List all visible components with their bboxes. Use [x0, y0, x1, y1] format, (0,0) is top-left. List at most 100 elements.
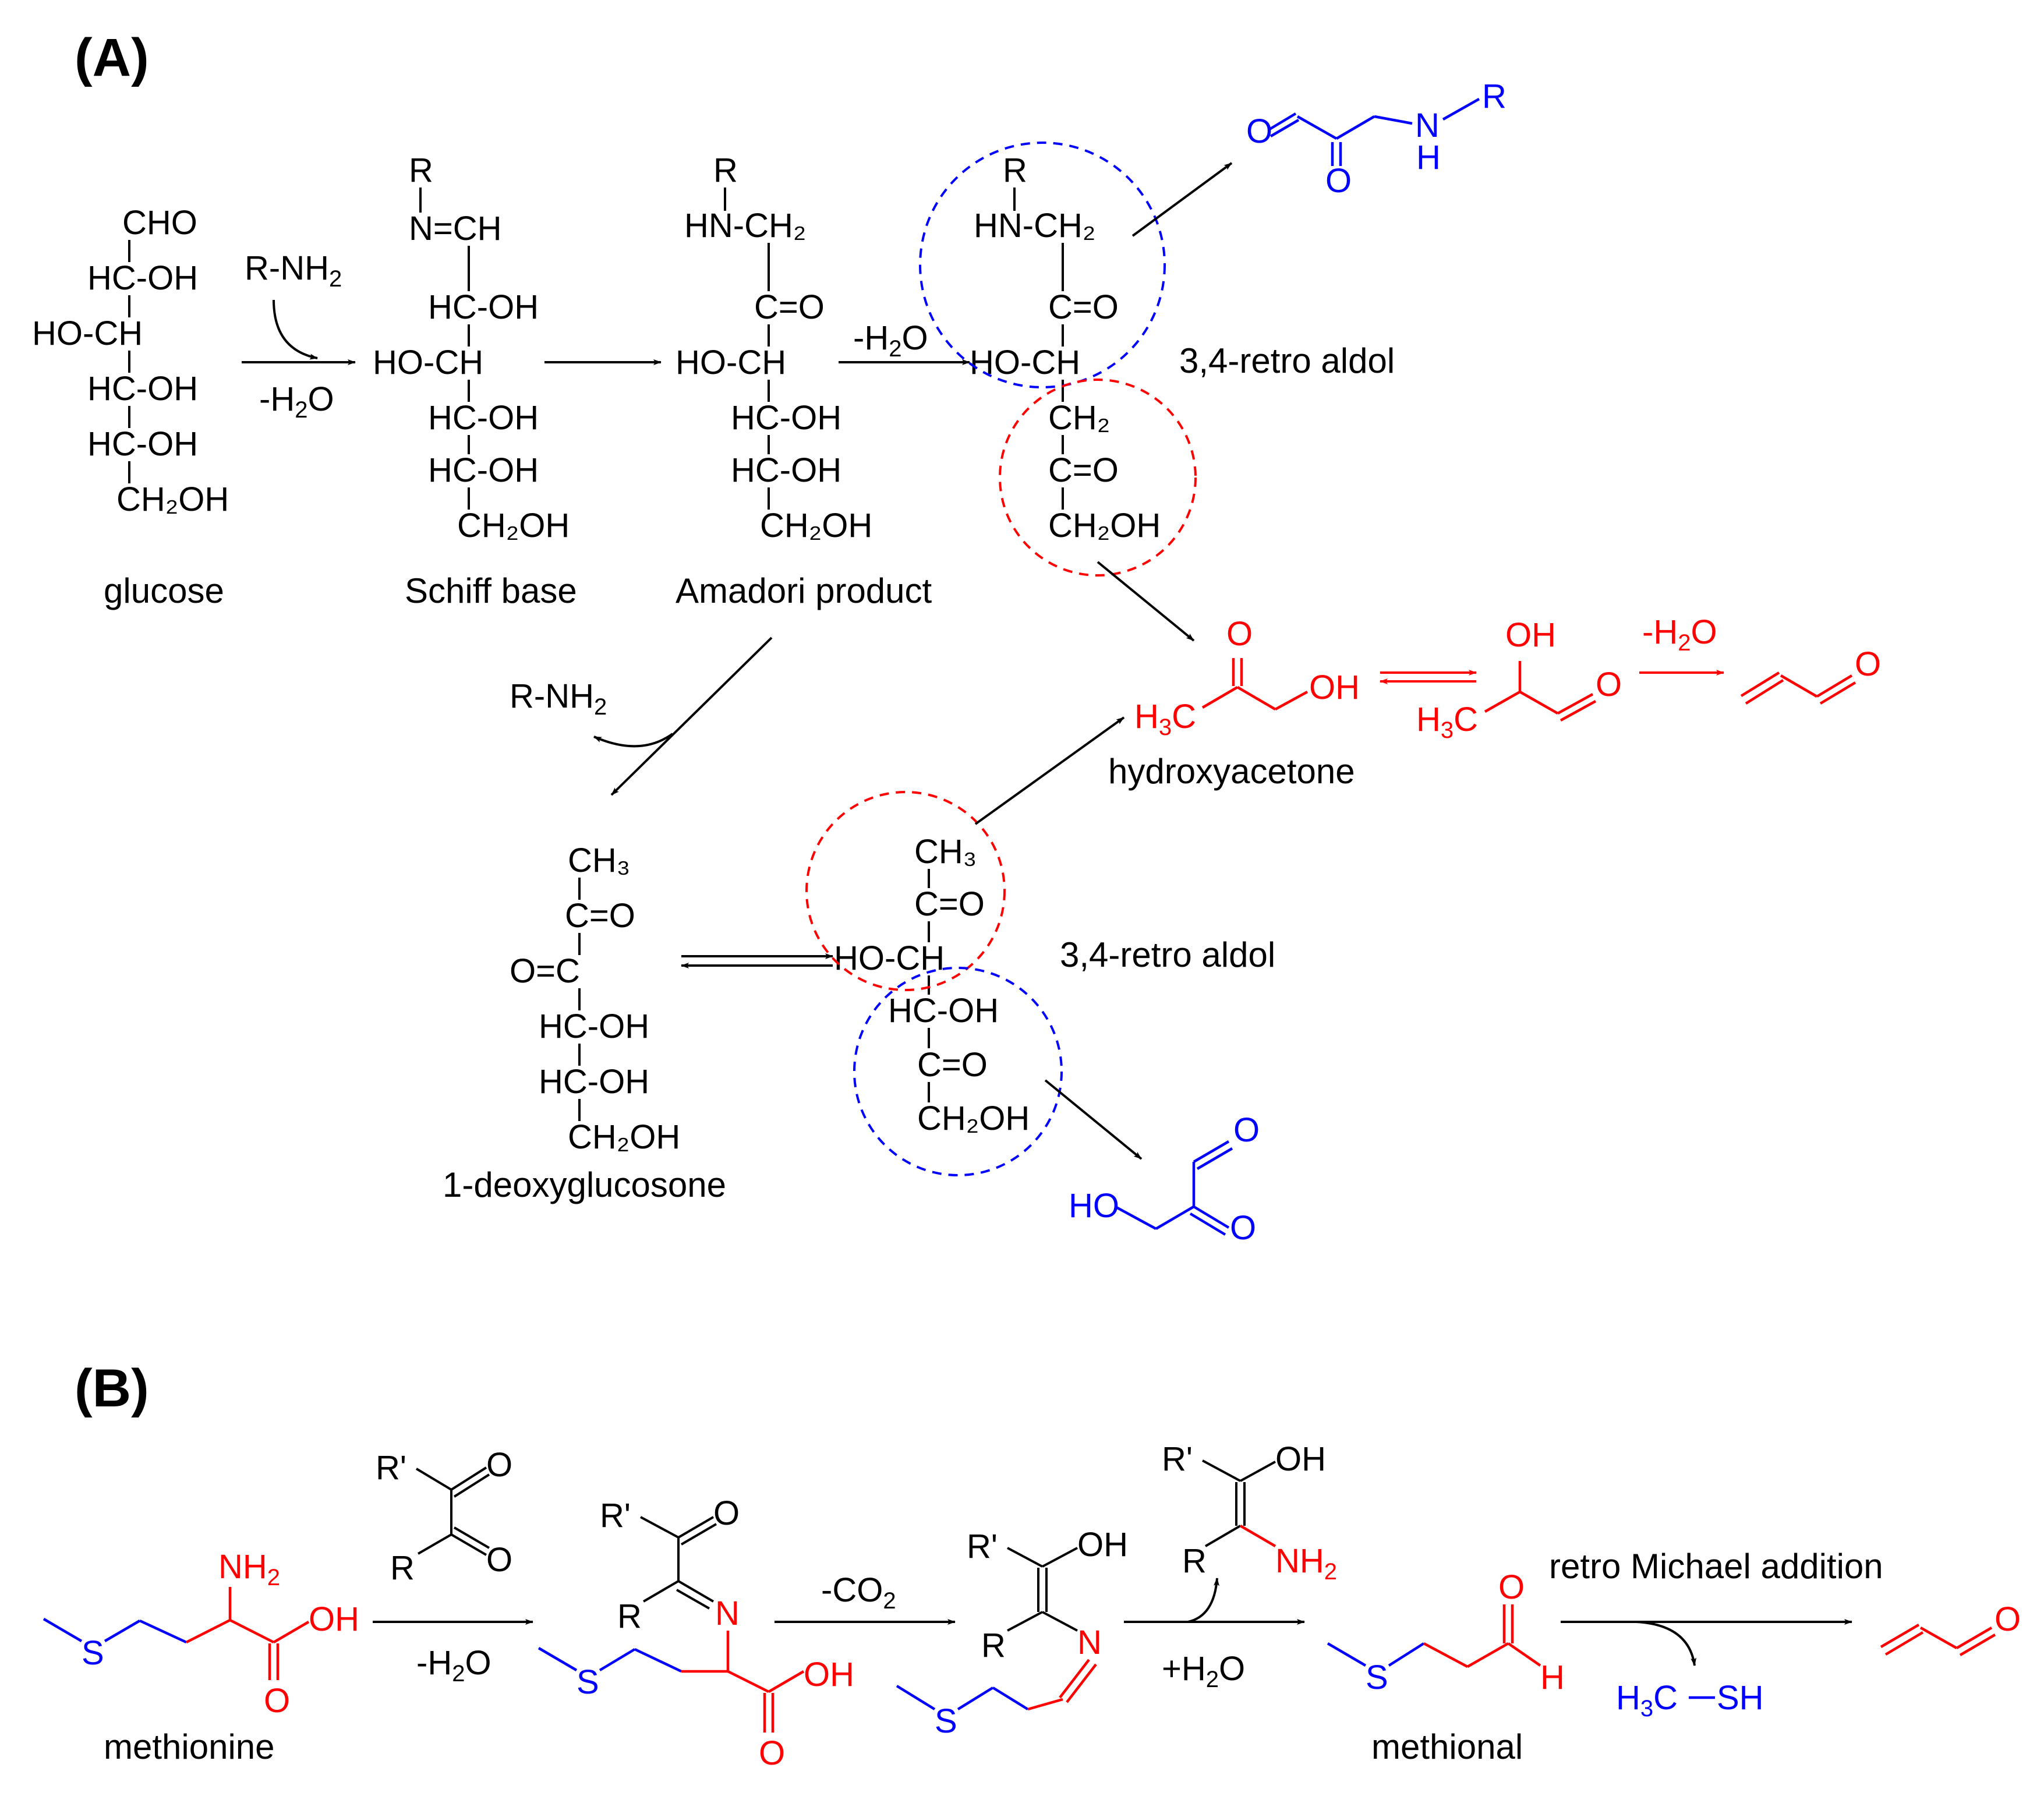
methionine-structure: S NH2 OH O [43, 1548, 359, 1720]
bond [1557, 693, 1594, 715]
schiff-row-7: CH₂OH [457, 507, 570, 545]
atom-s: S [577, 1663, 599, 1701]
atom-o: O [486, 1541, 512, 1579]
amadori-row-7: CH₂OH [760, 507, 872, 545]
curved-arrow-aminoenol-out [1187, 1578, 1219, 1623]
panel-label-b: (B) [75, 1359, 149, 1418]
atom-o: O [1995, 1600, 2021, 1638]
atom-oh: OH [1309, 669, 1360, 706]
retro-aldol-label-1: 3,4-retro aldol [1179, 341, 1395, 380]
bond [677, 1580, 715, 1603]
bond [1335, 115, 1375, 140]
atom-nh2: NH2 [1275, 1542, 1337, 1585]
amadori-row-5: HC-OH [731, 399, 841, 437]
atom-oh: OH [1275, 1440, 1326, 1478]
glucose-label: glucose [104, 571, 224, 610]
curved-arrow-methanethiol-out [1636, 1621, 1697, 1666]
bond [1007, 1547, 1043, 1568]
bond [1042, 1547, 1078, 1568]
methional-label: methional [1371, 1727, 1523, 1766]
arrow-to-aminoketone [1131, 162, 1233, 237]
methionine-label: methionine [104, 1727, 275, 1766]
bond [1559, 700, 1597, 722]
enol-row-2: C=O [914, 885, 985, 923]
schiff-row-2: N=CH [409, 210, 502, 248]
bond [1880, 1624, 1920, 1648]
bond [1066, 1663, 1097, 1703]
arrow-to-hydroxyacetone-top [1097, 561, 1195, 642]
retro-aldol-label-2: 3,4-retro aldol [1060, 935, 1275, 974]
bond [1268, 112, 1297, 130]
enol-row-6: CH₂OH [917, 1099, 1030, 1137]
red-dashed-circle-methyl-fragment [805, 791, 1006, 991]
imine-intermediate: R' O R N S OH O [537, 1494, 854, 1772]
retro-aldol-intermediate-2: CH₃ C=O HO-CH HC-OH C=O CH₂OH [834, 833, 1030, 1137]
bond [1027, 1698, 1063, 1711]
bond [1204, 1525, 1242, 1547]
blue-dashed-circle-upper-fragment [919, 142, 1166, 388]
schiff-base-label: Schiff base [405, 571, 577, 610]
bond [43, 1618, 83, 1642]
atom-sh: SH [1717, 1679, 1764, 1717]
arrow-to-hydroxypyruvaldehyde [1044, 1079, 1143, 1160]
bond [453, 1473, 490, 1498]
atom-s: S [935, 1702, 957, 1740]
deoxyglucosone-structure: CH₃ C=O O=C HC-OH HC-OH CH₂OH [510, 842, 680, 1156]
atom-o: O [1596, 666, 1622, 703]
bond [185, 1618, 231, 1644]
reagent-minus-h2o-4: -H2O [416, 1644, 491, 1687]
bond [727, 1670, 770, 1694]
split-row-3: C=O [1048, 288, 1119, 326]
bond [1274, 691, 1309, 710]
bond [1155, 1205, 1195, 1230]
bond [1816, 674, 1853, 698]
atom-o: O [1855, 645, 1881, 683]
enol-row-1: CH₃ [914, 833, 977, 871]
glucose-structure: CHO HC-OH HO-CH HC-OH HC-OH CH₂OH [32, 204, 229, 518]
aminoketone-product: O O N H R [1246, 77, 1507, 200]
atom-oh: OH [1505, 616, 1556, 654]
atom-h3c: H3C [1134, 698, 1196, 740]
bond [1189, 1212, 1226, 1236]
split-row-5: CH₂ [1048, 399, 1110, 437]
bond [1466, 1642, 1509, 1668]
atom-n: N [1415, 107, 1440, 144]
deoxyglucosone-label: 1-deoxyglucosone [443, 1165, 726, 1204]
reagent-minus-h2o-1: -H2O [259, 380, 334, 423]
arrow-amadori-to-deoxyglucosone [610, 637, 773, 796]
bond [1780, 674, 1818, 698]
atom-h3c: H3C [1616, 1679, 1678, 1721]
bond [104, 1620, 141, 1642]
bond [453, 1526, 490, 1549]
atom-r: R [1482, 77, 1507, 115]
bond [642, 1580, 680, 1603]
bond [1919, 1627, 1958, 1649]
atom-o: O [264, 1682, 290, 1720]
split-row-7: CH₂OH [1048, 507, 1161, 545]
bond [957, 1687, 994, 1710]
bond [1884, 1631, 1924, 1656]
bond [1193, 1205, 1230, 1229]
bond [1819, 681, 1856, 705]
curved-arrow-amine-in [273, 299, 318, 360]
reagent-minus-h2o-2: -H2O [853, 319, 928, 362]
schiff-row-4: HO-CH [373, 344, 483, 381]
atom-oh: OH [1077, 1526, 1128, 1564]
atom-o: O [486, 1446, 512, 1484]
deoxy-row-2: C=O [565, 897, 635, 935]
glucose-row-5: HC-OH [87, 425, 198, 463]
atom-r: R [981, 1627, 1006, 1664]
bond [229, 1618, 275, 1644]
atom-o: O [759, 1734, 785, 1772]
atom-oh: OH [804, 1656, 854, 1694]
bond [640, 1516, 679, 1539]
enol-row-4: HC-OH [888, 992, 999, 1030]
atom-o: O [1233, 1111, 1260, 1149]
bond [1240, 1461, 1276, 1482]
reagent-minus-co2: -CO2 [821, 1571, 896, 1614]
reagent-plus-h2o: +H2O [1162, 1650, 1245, 1692]
acrolein-structure-1: O [1740, 645, 1881, 705]
glucose-row-3: HO-CH [32, 314, 143, 352]
bond [1269, 119, 1300, 137]
